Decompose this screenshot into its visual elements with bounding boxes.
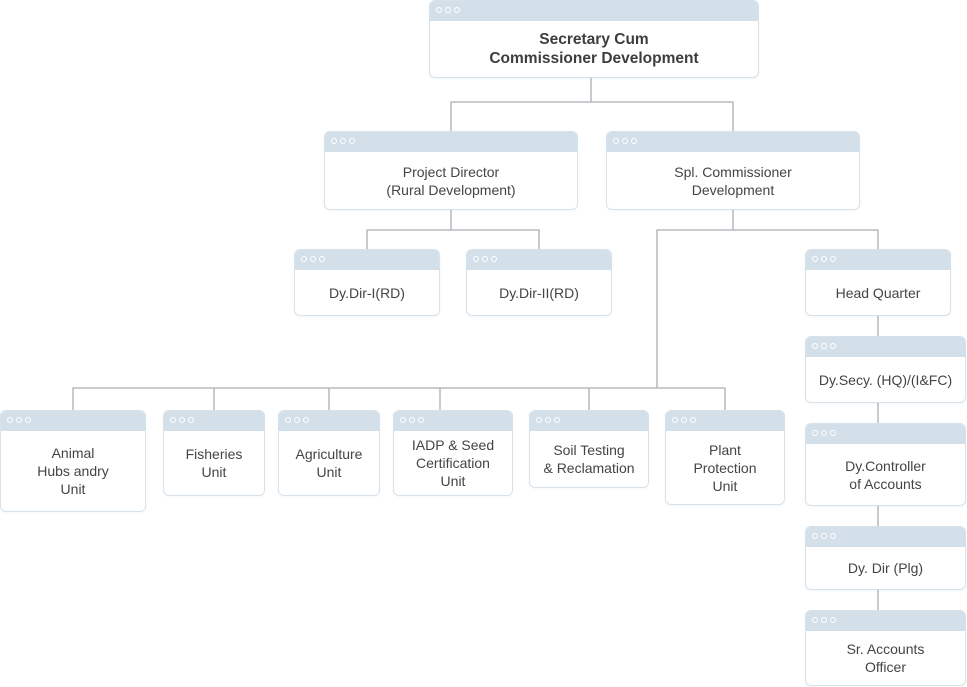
node-agriculture[interactable]: Agriculture Unit bbox=[278, 410, 380, 496]
node-header-bar bbox=[430, 1, 758, 21]
node-project-director[interactable]: Project Director (Rural Development) bbox=[324, 131, 578, 210]
node-label: Animal Hubs andry Unit bbox=[37, 445, 109, 497]
window-dots-icon bbox=[473, 256, 497, 262]
node-animal-husbandry[interactable]: Animal Hubs andry Unit bbox=[0, 410, 146, 512]
window-dots-icon bbox=[170, 417, 194, 423]
node-header-bar bbox=[1, 411, 145, 431]
node-header-bar bbox=[164, 411, 264, 431]
connector-pd-deputies bbox=[366, 210, 540, 249]
node-label: Soil Testing & Reclamation bbox=[543, 442, 635, 476]
node-header-bar bbox=[806, 250, 950, 270]
node-header-bar bbox=[806, 611, 965, 631]
window-dots-icon bbox=[812, 533, 836, 539]
connector-spl-branch bbox=[656, 210, 879, 388]
window-dots-icon bbox=[672, 417, 696, 423]
node-label: Head Quarter bbox=[835, 284, 921, 301]
node-label: Plant Protection Unit bbox=[693, 441, 757, 494]
node-dy-dir-1-rd[interactable]: Dy.Dir-I(RD) bbox=[294, 249, 440, 316]
node-header-bar bbox=[279, 411, 379, 431]
node-label: Dy.Controller of Accounts bbox=[845, 457, 926, 492]
node-dy-secy[interactable]: Dy.Secy. (HQ)/(I&FC) bbox=[805, 336, 966, 403]
window-dots-icon bbox=[301, 256, 325, 262]
window-dots-icon bbox=[536, 417, 560, 423]
node-plant-protection[interactable]: Plant Protection Unit bbox=[665, 410, 785, 505]
node-label: Dy.Dir-I(RD) bbox=[329, 284, 405, 301]
node-header-bar bbox=[806, 527, 965, 547]
window-dots-icon bbox=[613, 138, 637, 144]
node-header-bar bbox=[530, 411, 648, 431]
node-label: Project Director (Rural Development) bbox=[386, 163, 516, 198]
node-header-bar bbox=[666, 411, 784, 431]
window-dots-icon bbox=[436, 7, 460, 13]
node-secretary[interactable]: Secretary Cum Commissioner Development bbox=[429, 0, 759, 78]
node-label: Fisheries Unit bbox=[185, 446, 243, 480]
window-dots-icon bbox=[400, 417, 424, 423]
window-dots-icon bbox=[331, 138, 355, 144]
node-header-bar bbox=[806, 337, 965, 357]
window-dots-icon bbox=[7, 417, 31, 423]
node-fisheries[interactable]: Fisheries Unit bbox=[163, 410, 265, 496]
node-sr-accounts[interactable]: Sr. Accounts Officer bbox=[805, 610, 966, 686]
node-label: Dy. Dir (Plg) bbox=[847, 560, 924, 576]
window-dots-icon bbox=[812, 430, 836, 436]
connector-secretary-level2 bbox=[450, 78, 734, 131]
node-label: Agriculture Unit bbox=[295, 446, 363, 480]
node-header-bar bbox=[607, 132, 859, 152]
node-header-bar bbox=[394, 411, 512, 431]
node-header-bar bbox=[295, 250, 439, 270]
node-header-bar bbox=[806, 424, 965, 444]
node-label: Dy.Secy. (HQ)/(I&FC) bbox=[818, 371, 953, 388]
node-label: Sr. Accounts Officer bbox=[846, 641, 925, 675]
node-dy-dir-2-rd[interactable]: Dy.Dir-II(RD) bbox=[466, 249, 612, 316]
node-header-bar bbox=[325, 132, 577, 152]
connector-units-bus bbox=[72, 387, 726, 410]
node-label: Spl. Commissioner Development bbox=[674, 163, 792, 198]
window-dots-icon bbox=[812, 256, 836, 262]
node-header-bar bbox=[467, 250, 611, 270]
node-iadp-seed[interactable]: IADP & Seed Certification Unit bbox=[393, 410, 513, 496]
node-head-quarter[interactable]: Head Quarter bbox=[805, 249, 951, 316]
node-label: IADP & Seed Certification Unit bbox=[411, 437, 495, 489]
window-dots-icon bbox=[812, 617, 836, 623]
node-dy-dir-plg[interactable]: Dy. Dir (Plg) bbox=[805, 526, 966, 590]
node-dy-controller[interactable]: Dy.Controller of Accounts bbox=[805, 423, 966, 506]
window-dots-icon bbox=[285, 417, 309, 423]
node-soil-testing[interactable]: Soil Testing & Reclamation bbox=[529, 410, 649, 488]
node-label: Secretary Cum Commissioner Development bbox=[489, 31, 699, 67]
node-label: Dy.Dir-II(RD) bbox=[499, 284, 579, 301]
window-dots-icon bbox=[812, 343, 836, 349]
node-spl-commissioner[interactable]: Spl. Commissioner Development bbox=[606, 131, 860, 210]
